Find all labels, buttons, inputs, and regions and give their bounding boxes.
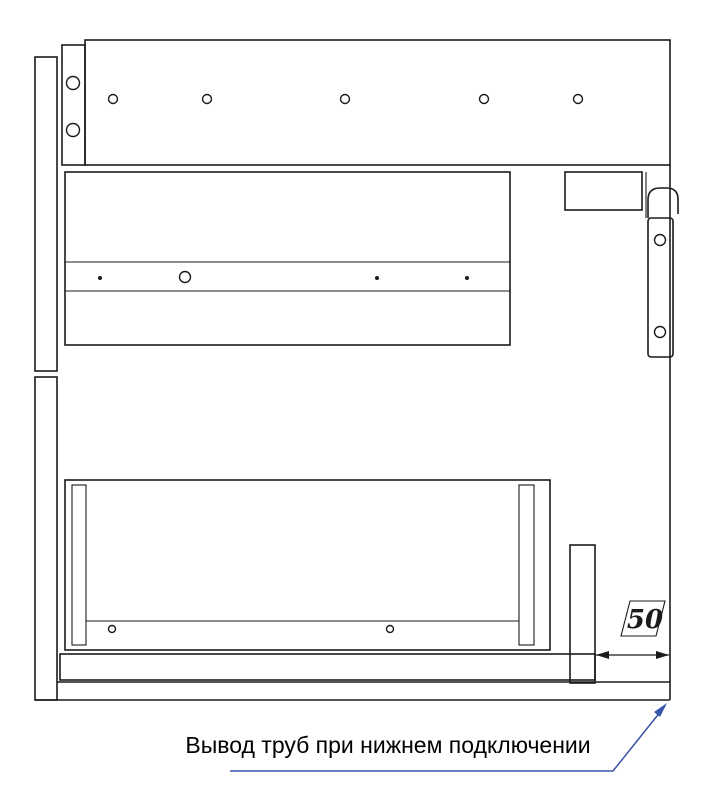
base-assembly [35,544,670,701]
bracket-plate [647,217,674,358]
top-left-bracket-plate [61,44,86,166]
rail-hole [107,624,117,634]
plinth-band [59,653,596,681]
rail-hole [385,624,395,634]
bracket-hole [653,233,667,247]
screw-hole [572,93,584,105]
screw-hole [478,93,490,105]
left-wall-strip [34,56,58,701]
upper-panel-outline [64,171,511,346]
screw-hole [201,93,213,105]
upper-right-block-outline [564,171,643,211]
bracket-hole [65,122,81,138]
dimension-arrow-left [596,651,609,659]
lower-drawer-box [64,479,551,651]
top-panel-screw-holes [107,93,584,105]
leader-arrowhead [654,703,667,717]
dimension-arrow-right [656,651,669,659]
right-mounting-bracket [647,187,679,358]
bracket-hook [647,187,679,218]
bracket-hole [653,325,667,339]
annotation-text: Вывод труб при нижнем подключении [185,732,590,758]
rivet-dot [465,276,469,280]
left-wall-upper [34,56,58,372]
rivet-dot [375,276,379,280]
top-panel-outline [84,39,671,166]
dimension-label-frame [620,600,666,637]
top-left-bracket [61,44,86,166]
leader-line [230,705,666,772]
top-panel [84,39,671,166]
upper-right-block [564,171,647,218]
left-wall-lower [34,376,58,701]
screw-hole [339,93,351,105]
drawer-left-stile [71,484,87,646]
drawer-right-stile [518,484,535,646]
upper-shelf-panel [64,171,511,346]
rail-hole [178,270,192,284]
screw-hole [107,93,119,105]
rivet-dot [98,276,102,280]
annotation-callout: Вывод труб при нижнем подключении [185,703,667,772]
bracket-hole [65,75,81,91]
rail-rivets [98,276,469,280]
dimension-label: 50 [627,605,663,635]
right-base-upright [569,544,596,684]
drawer-outline [64,479,551,651]
dimension-50: 50 [596,600,669,659]
